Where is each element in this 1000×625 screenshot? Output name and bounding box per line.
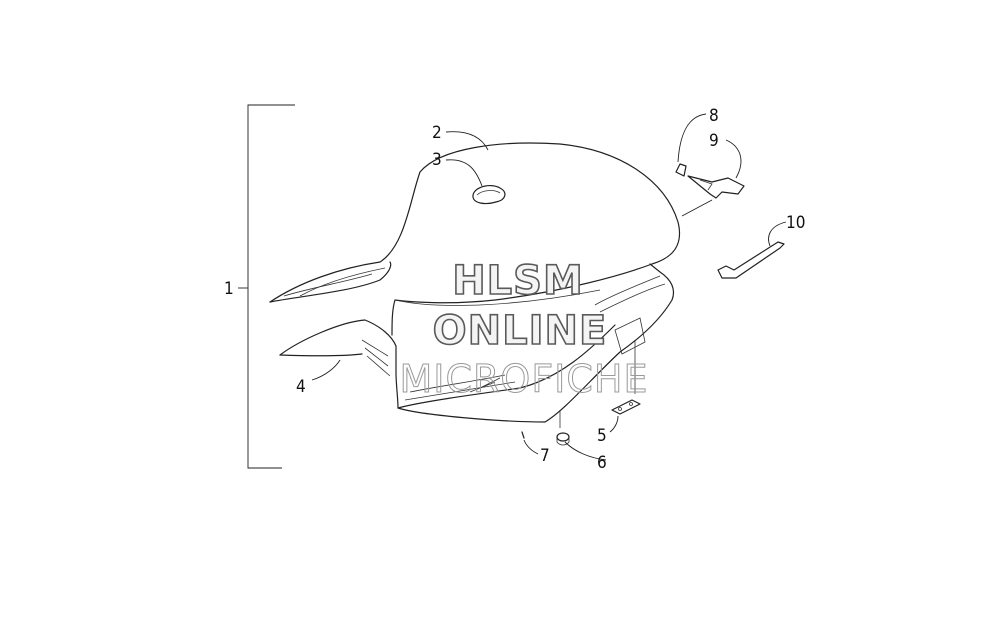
watermark-line-1: HLSM: [452, 258, 584, 304]
watermark-line-2: ONLINE: [433, 308, 608, 354]
callout-2: 2: [432, 123, 442, 143]
callout-5: 5: [597, 426, 607, 446]
leader-lines: [311, 113, 787, 461]
wrench-tool: [717, 241, 785, 279]
callout-labels: 1 2 3 4 5 6 7 8 9 10: [224, 106, 805, 473]
seat-latch: [675, 163, 745, 199]
seat-cover: [269, 142, 681, 336]
watermark-line-3: MICROFICHE: [399, 357, 648, 401]
callout-6: 6: [597, 453, 607, 473]
watermark: HLSM ONLINE MICROFICHE: [399, 257, 648, 401]
callout-8: 8: [709, 106, 719, 126]
grommet: [556, 432, 570, 446]
callout-10: 10: [786, 213, 805, 233]
seat-base: [279, 263, 675, 428]
callout-9: 9: [709, 131, 719, 151]
callout-3: 3: [432, 150, 442, 170]
pin: [521, 431, 525, 439]
bracket-plate: [611, 399, 641, 415]
seat-emblem: [472, 185, 506, 205]
callout-4: 4: [296, 377, 306, 397]
assembly-bracket: [238, 104, 295, 469]
callout-1: 1: [224, 279, 234, 299]
callout-7: 7: [540, 446, 550, 466]
